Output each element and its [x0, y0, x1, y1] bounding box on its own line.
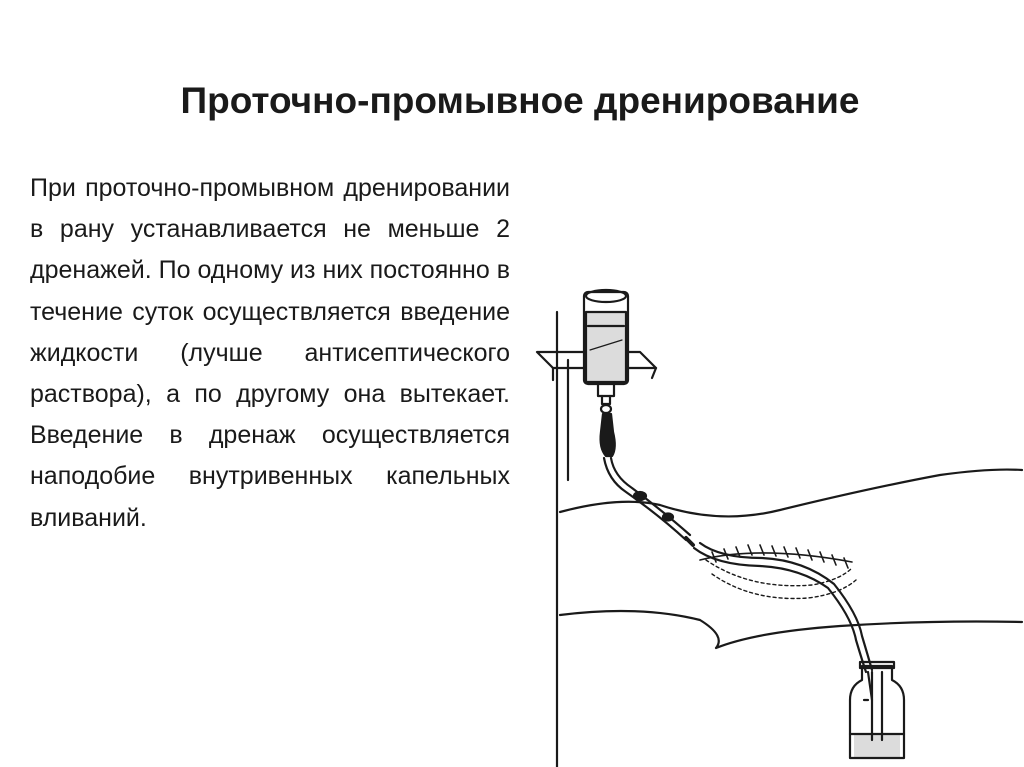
drain-tube-icon: [599, 412, 874, 702]
collection-jar-icon: [848, 660, 906, 760]
body-outline-icon: [558, 468, 1024, 650]
suture-line-icon: [699, 544, 853, 569]
slide-title: Проточно-промывное дренирование: [180, 80, 860, 121]
infusion-bottle-icon: [582, 288, 630, 415]
drainage-illustration: [530, 250, 1024, 767]
slide-body-text: При проточно-промывном дренировании в ра…: [30, 174, 510, 532]
drainage-diagram-svg: [535, 288, 1024, 767]
